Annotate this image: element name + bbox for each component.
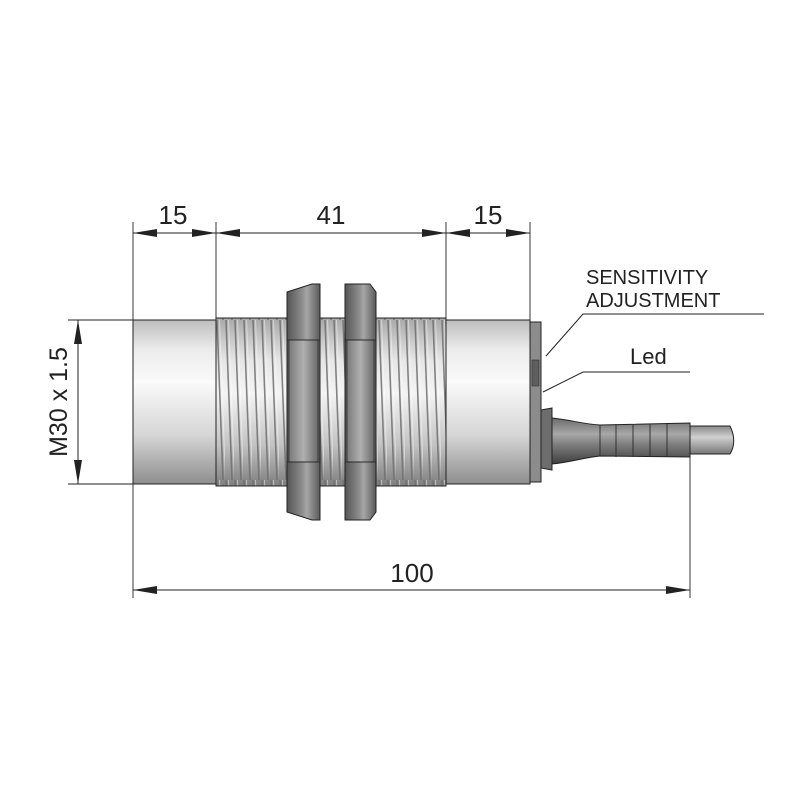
- threaded-section: [215, 317, 447, 487]
- nut-right: [344, 283, 377, 521]
- callout-sensitivity: SENSITIVITY ADJUSTMENT: [545, 267, 764, 357]
- sensitivity-label-line2: ADJUSTMENT: [586, 290, 720, 312]
- front-cylinder: [132, 319, 218, 485]
- extension-lines: [68, 222, 691, 598]
- arrow-100-right: [666, 586, 690, 594]
- cable: [551, 417, 735, 465]
- arrow-41-right: [422, 229, 446, 237]
- arrow-dia-top: [74, 320, 82, 344]
- dim-rear-length: 15: [474, 200, 503, 230]
- led-label: Led: [630, 344, 667, 369]
- arrow-15b-left: [446, 229, 470, 237]
- arrow-15-left: [133, 229, 157, 237]
- dimension-lines: [74, 229, 690, 594]
- arrow-dia-bottom: [74, 460, 82, 484]
- cable-wire: [689, 425, 735, 455]
- arrow-41-left: [216, 229, 240, 237]
- arrow-15-right: [192, 229, 216, 237]
- arrow-100-left: [133, 586, 157, 594]
- dim-thread-spec: M30 x 1.5: [45, 347, 73, 457]
- arrow-15b-right: [506, 229, 530, 237]
- sensor-body: [132, 283, 553, 521]
- rear-cylinder: [445, 319, 531, 485]
- callout-led: Led: [542, 344, 690, 393]
- cable-grommet: [540, 407, 553, 471]
- dim-thread-length: 41: [317, 200, 346, 230]
- led-band: [531, 359, 540, 387]
- sensitivity-label-line1: SENSITIVITY: [586, 267, 708, 289]
- dim-total-length: 100: [390, 558, 433, 588]
- cable-boot: [551, 417, 691, 465]
- dim-front-length: 15: [159, 200, 188, 230]
- nut-left: [286, 283, 321, 521]
- sensitivity-ring: [529, 321, 542, 483]
